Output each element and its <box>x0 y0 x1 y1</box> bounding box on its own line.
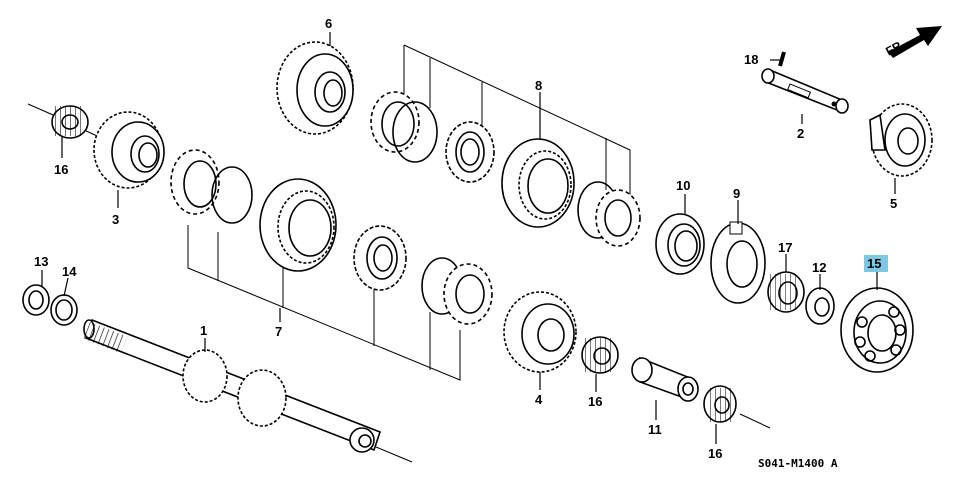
callout-labels: 16 3 6 8 18 2 5 10 9 17 12 15 13 14 1 7 … <box>34 16 897 461</box>
sleeve-8[interactable] <box>501 138 575 228</box>
collar-12[interactable] <box>805 287 835 325</box>
callout-17: 17 <box>778 240 792 255</box>
drawing-code: S041-M1400 A <box>758 457 838 470</box>
callout-16-right: 16 <box>708 446 722 461</box>
mainshaft-1[interactable] <box>83 318 413 463</box>
ball-bearing-15[interactable] <box>840 287 914 373</box>
gear-6[interactable] <box>276 41 354 135</box>
callout-18: 18 <box>744 52 758 67</box>
callout-16-left: 16 <box>54 162 68 177</box>
synchro-ring-upper-right[interactable] <box>577 181 641 247</box>
synchro-ring-lower-left[interactable] <box>170 149 253 224</box>
gear-3[interactable] <box>93 111 165 189</box>
callout-4: 4 <box>535 392 543 407</box>
sleeve-7[interactable] <box>259 178 337 272</box>
gear-4[interactable] <box>503 291 577 373</box>
distance-collar-11[interactable] <box>631 356 699 402</box>
washer-14[interactable] <box>50 294 78 326</box>
callout-14: 14 <box>62 264 77 279</box>
reverse-idler-gear-5[interactable] <box>869 103 933 177</box>
callout-15-highlight <box>864 255 888 272</box>
callout-3: 3 <box>112 212 119 227</box>
lock-plate-9[interactable] <box>710 221 766 304</box>
callout-5: 5 <box>890 196 897 211</box>
needle-bearing-16-left[interactable] <box>27 103 107 141</box>
hub-upper[interactable] <box>445 121 495 183</box>
callout-2: 2 <box>797 126 804 141</box>
front-direction-arrow-icon: FR. <box>883 26 942 59</box>
needle-bearing-17[interactable] <box>767 271 805 313</box>
synchro-ring-lower-right[interactable] <box>421 257 493 325</box>
hub-lower[interactable] <box>353 225 407 291</box>
callout-12: 12 <box>812 260 826 275</box>
leader-lines <box>41 32 896 444</box>
synchro-ring-upper-left[interactable] <box>370 91 438 163</box>
needle-bearing-16-right[interactable] <box>703 385 771 429</box>
callout-8: 8 <box>535 78 542 93</box>
callout-9: 9 <box>733 186 740 201</box>
needle-bearing-16-middle[interactable] <box>581 336 619 374</box>
reverse-idler-shaft-2[interactable] <box>761 68 849 114</box>
spring-pin-18[interactable] <box>778 51 786 67</box>
callout-13: 13 <box>34 254 48 269</box>
callout-6: 6 <box>325 16 332 31</box>
callout-7: 7 <box>275 324 282 339</box>
callout-1: 1 <box>200 323 207 338</box>
bearing-holder-10[interactable] <box>655 213 705 275</box>
callout-10: 10 <box>676 178 690 193</box>
snap-ring-13[interactable] <box>22 284 50 316</box>
callout-11: 11 <box>648 422 662 437</box>
callout-15: 15 <box>867 256 881 271</box>
fr-label: FR. <box>883 37 907 58</box>
callout-16-middle: 16 <box>588 394 602 409</box>
